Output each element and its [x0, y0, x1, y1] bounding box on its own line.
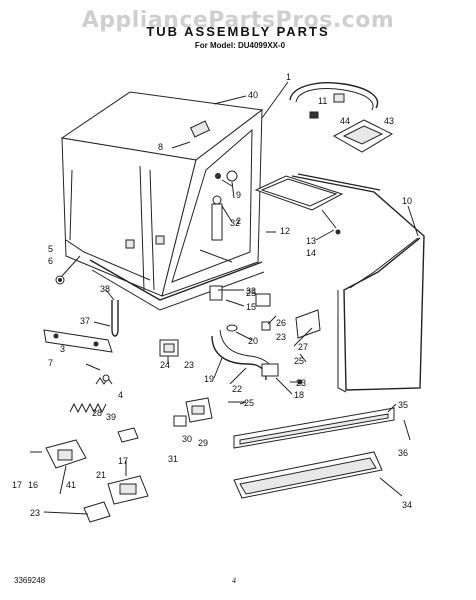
callout-40: 40	[248, 90, 258, 100]
callout-14: 14	[306, 248, 316, 258]
callout-28: 28	[92, 408, 102, 418]
callout-5: 5	[48, 244, 53, 254]
left-hinge-parts	[43, 275, 119, 371]
callout-19: 19	[204, 374, 214, 384]
callout-23d: 23	[30, 508, 40, 518]
callout-24: 24	[160, 360, 170, 370]
filter-cover	[254, 175, 344, 235]
lower-brackets	[30, 439, 149, 523]
toe-panel	[233, 407, 411, 499]
callout-37: 37	[80, 316, 90, 326]
callout-7: 7	[48, 358, 53, 368]
float-switch	[173, 397, 246, 427]
leader-lines	[43, 81, 419, 515]
page-number: 4	[232, 576, 236, 585]
callout-22: 22	[232, 384, 242, 394]
callout-23b: 23	[184, 360, 194, 370]
callout-23a: 23	[276, 332, 286, 342]
diagram-title: TUB ASSEMBLY PARTS	[146, 24, 330, 39]
vent-hose	[289, 82, 394, 153]
document-code: 3369248	[14, 576, 46, 585]
callout-6: 6	[48, 256, 53, 266]
drain-hose	[211, 324, 303, 385]
callout-35: 35	[398, 400, 408, 410]
callout-18: 18	[294, 390, 304, 400]
watermark: AppliancePartsPros.com	[81, 8, 395, 33]
callout-25c: 25	[246, 288, 256, 298]
callout-25b: 25	[244, 398, 254, 408]
callout-17b: 17	[118, 456, 128, 466]
callout-32: 32	[230, 218, 240, 228]
callout-25a: 25	[294, 356, 304, 366]
model-label: For Model: DU4099XX-0	[194, 41, 286, 50]
door-spring	[69, 374, 139, 443]
callout-1: 1	[286, 72, 291, 82]
callout-10: 10	[402, 196, 412, 206]
callout-12: 12	[280, 226, 290, 236]
callout-17a: 17	[12, 480, 22, 490]
callout-43: 43	[384, 116, 394, 126]
callout-41: 41	[66, 480, 76, 490]
callout-31: 31	[168, 454, 178, 464]
callout-20: 20	[248, 336, 258, 346]
door-switch	[159, 285, 321, 357]
callout-11: 11	[318, 96, 327, 106]
callout-44: 44	[340, 116, 350, 126]
callout-30: 30	[182, 434, 192, 444]
callout-16: 16	[28, 480, 38, 490]
callout-2: 2	[236, 216, 241, 226]
callout-8: 8	[158, 142, 163, 152]
callout-34: 34	[402, 500, 412, 510]
callout-13: 13	[306, 236, 316, 246]
callout-26: 26	[276, 318, 286, 328]
tub-assembly	[60, 91, 265, 311]
callout-36: 36	[398, 448, 408, 458]
callout-9: 9	[236, 190, 241, 200]
door-gasket	[291, 173, 425, 393]
callout-39: 39	[106, 412, 116, 422]
callout-21: 21	[96, 470, 106, 480]
callout-3: 3	[60, 344, 65, 354]
callout-4: 4	[118, 390, 123, 400]
callout-38: 38	[100, 284, 110, 294]
callout-27: 27	[298, 342, 308, 352]
callout-labels: 1 2 3 4 5 6 7 8 9 10 11 12 13 14 15 16 1…	[12, 72, 412, 518]
callout-33: 33	[246, 286, 256, 296]
callout-29: 29	[198, 438, 208, 448]
callout-23c: 23	[296, 378, 306, 388]
callout-15: 15	[246, 302, 256, 312]
